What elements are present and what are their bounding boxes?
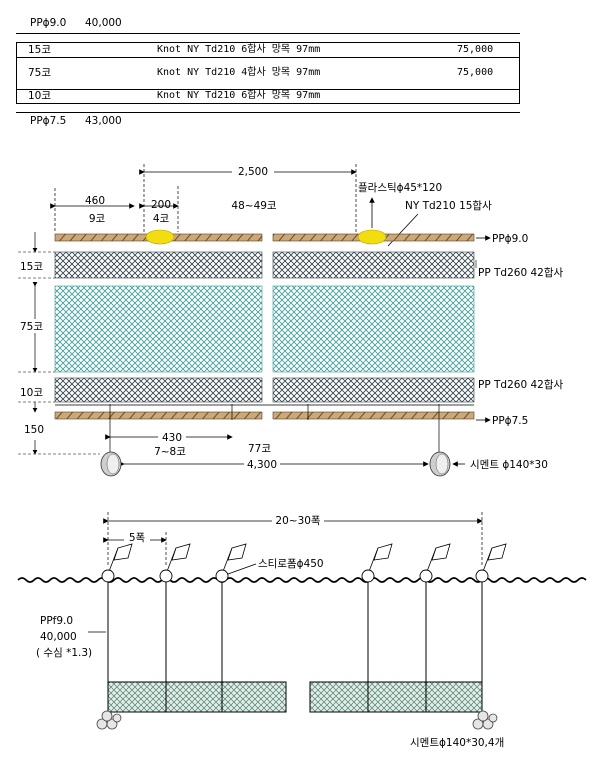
buoy-flag-icon (101, 543, 133, 583)
net-band-75 (54, 285, 475, 373)
buoy-flag-icon (419, 543, 451, 583)
water-surface (17, 577, 587, 583)
spec-row-2-desc: Knot NY Td210 4합사 망목 97mm (157, 67, 321, 78)
pp-td-label-1: PP Td260 42합사 (478, 267, 563, 279)
spec-row-3-desc: Knot NY Td210 6합사 망목 97mm (157, 90, 321, 101)
pp-bottom-label: PPϕ7.5 (492, 415, 528, 427)
svg-text:4,300: 4,300 (247, 459, 277, 471)
svg-text:150: 150 (24, 424, 44, 436)
ny-line-label: NY Td210 15합사 (405, 200, 492, 212)
dim-200: 200 4코 (139, 186, 179, 232)
dim-span-total: 20~30폭 (103, 512, 483, 566)
svg-text:430: 430 (162, 432, 182, 444)
bottom-rope (54, 411, 475, 420)
spec-row-1-desc: Knot NY Td210 6합사 망목 97mm (157, 44, 321, 55)
buoy-flag-icon (361, 543, 393, 583)
buoy-flag-icon (475, 543, 507, 583)
dim-77: 77코 (248, 443, 271, 455)
pp-td-label-2: PP Td260 42합사 (478, 379, 563, 391)
sinker-cluster-icon (96, 710, 122, 730)
svg-text:9코: 9코 (89, 213, 106, 225)
buoy-flag-icon (215, 543, 247, 583)
top-rope-count: 40,000 (85, 17, 122, 29)
sinker-label: 시멘트 ϕ140*30 (470, 459, 548, 471)
svg-text:5폭: 5폭 (129, 532, 146, 544)
svg-text:10코: 10코 (20, 387, 43, 399)
spec-divider-bottom (16, 112, 520, 113)
svg-text:20~30폭: 20~30폭 (275, 515, 321, 527)
svg-text:PPf9.0: PPf9.0 (40, 615, 73, 627)
svg-text:460: 460 (85, 195, 105, 207)
net-band-15 (54, 251, 475, 279)
dim-2500: 2,500 (139, 164, 357, 232)
rope-label: PPf9.0 40,000 ( 수심 *1.3) (36, 615, 106, 659)
float-label: 플라스틱ϕ45*120 (358, 182, 442, 194)
spec-divider-top (16, 33, 520, 34)
dim-span-5: 5폭 (103, 531, 167, 566)
svg-text:15코: 15코 (20, 261, 43, 273)
buoy-label: 스티로폼ϕ450 (258, 558, 324, 570)
dim-4300: 4,300 (119, 457, 429, 471)
svg-text:( 수심 *1.3): ( 수심 *1.3) (36, 647, 92, 659)
svg-text:4코: 4코 (153, 213, 170, 225)
top-rope-name: PPϕ9.0 (30, 17, 67, 29)
bottom-rope-name: PPϕ7.5 (30, 115, 67, 127)
float-icon (145, 229, 175, 245)
pp-top-label: PPϕ9.0 (492, 233, 528, 245)
spec-row-3-count: 10코 (28, 90, 52, 102)
net-panels (107, 681, 483, 713)
svg-text:7~8코: 7~8코 (154, 446, 186, 458)
dim-heights: 15코 75코 10코 150 (18, 232, 100, 455)
net-band-10 (54, 377, 475, 403)
spec-row-2-price: 75,000 (457, 67, 494, 78)
svg-text:200: 200 (151, 199, 171, 211)
sinker-cluster-icon (472, 710, 498, 730)
sinker-icon (429, 451, 451, 477)
spec-row-1-price: 75,000 (457, 44, 494, 55)
dim-48-49: 48~49코 (231, 200, 277, 212)
dim-460: 460 9코 (50, 188, 135, 232)
sinker-icon (100, 451, 122, 477)
svg-text:75코: 75코 (20, 321, 43, 333)
buoy-flag-icon (159, 543, 191, 583)
sinker-cluster-label: 시멘트ϕ140*30,4개 (410, 737, 504, 749)
svg-text:2,500: 2,500 (238, 166, 268, 178)
float-icon (357, 229, 387, 245)
bottom-rope-count: 43,000 (85, 115, 122, 127)
spec-row-1-count: 15코 (28, 44, 52, 56)
spec-row-2-count: 75코 (28, 67, 52, 79)
dim-430: 430 7~8코 (105, 430, 233, 458)
svg-text:40,000: 40,000 (40, 631, 77, 643)
spec-row-3 (16, 89, 520, 104)
